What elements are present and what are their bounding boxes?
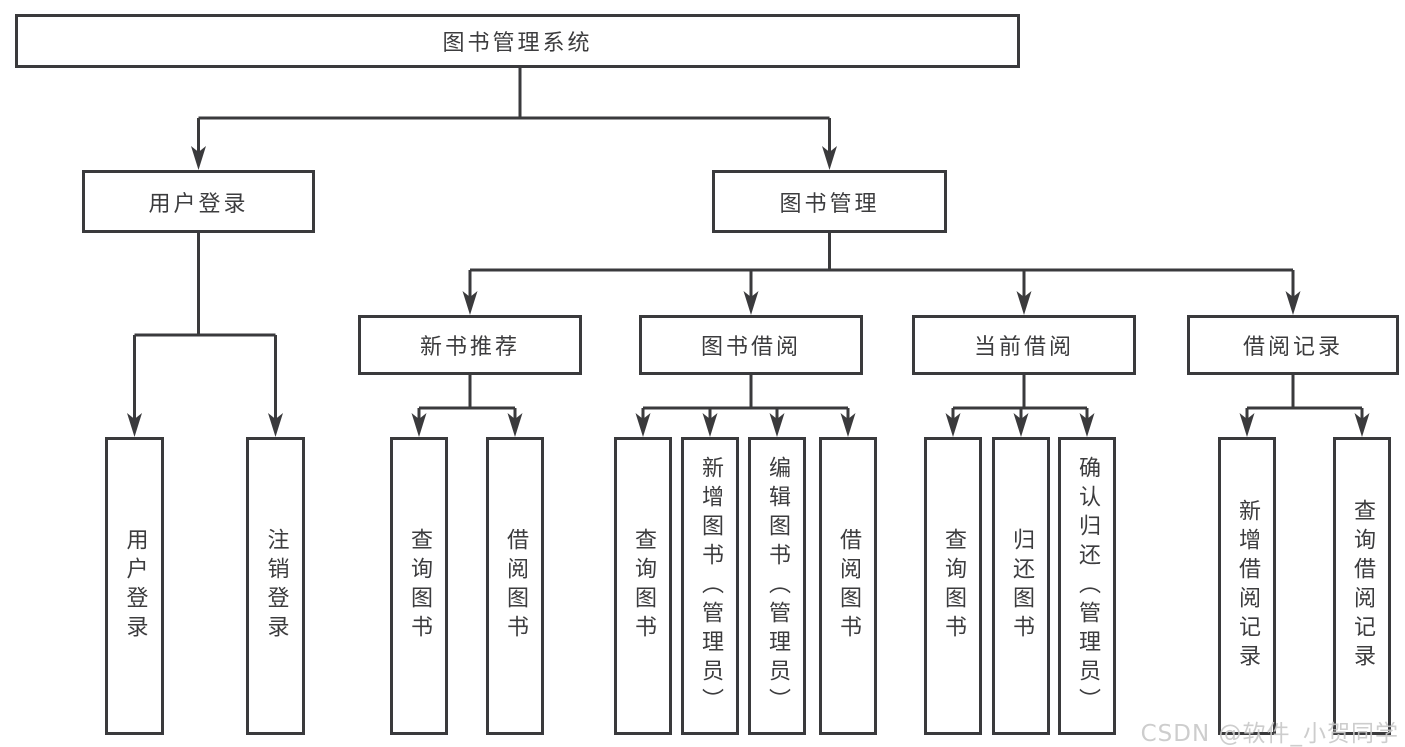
arrow-down-icon (702, 413, 718, 437)
node-label: 查询图书 (941, 528, 966, 644)
connector-new-book-branch (411, 375, 523, 437)
leaf-borrow-books-recommend: 借阅图书 (486, 437, 544, 735)
arrow-down-icon (1016, 291, 1032, 315)
csdn-watermark: CSDN @软件_小贺同学 (1140, 721, 1399, 747)
node-label: 当前借阅 (973, 335, 1074, 360)
node-label: 归还图书 (1009, 528, 1034, 644)
node-label: 借阅记录 (1242, 335, 1343, 360)
arrow-down-icon (411, 413, 427, 437)
node-current-borrow: 当前借阅 (912, 315, 1136, 375)
connector-book-management-branch (462, 233, 1301, 315)
connector-book-borrow-branch (635, 375, 856, 437)
node-label: 图书借阅 (700, 335, 801, 360)
node-book-management: 图书管理 (712, 170, 947, 233)
node-label: 新增借阅记录 (1235, 499, 1260, 673)
node-borrow-records: 借阅记录 (1187, 315, 1399, 375)
node-label: 用户登录 (148, 191, 249, 217)
leaf-query-books-recommend: 查询图书 (390, 437, 448, 735)
leaf-user-login: 用户登录 (105, 437, 164, 735)
leaf-return-books: 归还图书 (992, 437, 1050, 735)
node-label: 新增图书（管理员） (698, 455, 723, 717)
arrow-down-icon (822, 146, 837, 170)
connector-user-login-branch (127, 233, 283, 437)
arrow-down-icon (507, 413, 523, 437)
node-user-login: 用户登录 (82, 170, 315, 233)
leaf-edit-books-admin: 编辑图书（管理员） (748, 437, 806, 735)
node-book-management-system: 图书管理系统 (15, 14, 1020, 68)
connector-current-borrow-branch (945, 375, 1095, 437)
arrow-down-icon (191, 146, 206, 170)
node-label: 图书管理系统 (442, 31, 593, 56)
node-label: 借阅图书 (836, 528, 861, 644)
node-label: 借阅图书 (503, 528, 528, 644)
arrow-down-icon (1285, 291, 1301, 315)
arrow-down-icon (462, 291, 478, 315)
leaf-query-books-current: 查询图书 (924, 437, 982, 735)
node-label: 新书推荐 (419, 335, 520, 360)
leaf-confirm-return-admin: 确认归还（管理员） (1058, 437, 1116, 735)
arrow-down-icon (1239, 413, 1255, 437)
arrow-down-icon (945, 413, 961, 437)
leaf-logout: 注销登录 (246, 437, 305, 735)
node-label: 查询图书 (631, 528, 656, 644)
leaf-query-books-borrow: 查询图书 (614, 437, 672, 735)
node-label: 用户登录 (122, 528, 148, 644)
arrow-down-icon (1079, 413, 1095, 437)
connector-root-branch (191, 68, 837, 170)
arrow-down-icon (127, 413, 142, 437)
node-label: 查询借阅记录 (1350, 499, 1375, 673)
node-label: 确认归还（管理员） (1075, 455, 1100, 717)
node-label: 注销登录 (263, 528, 289, 644)
arrow-down-icon (1013, 413, 1029, 437)
node-book-borrow: 图书借阅 (639, 315, 863, 375)
arrow-down-icon (840, 413, 856, 437)
node-label: 图书管理 (779, 191, 880, 217)
leaf-borrow-books: 借阅图书 (819, 437, 877, 735)
leaf-add-books-admin: 新增图书（管理员） (681, 437, 739, 735)
arrow-down-icon (743, 291, 759, 315)
node-new-book-recommend: 新书推荐 (358, 315, 582, 375)
arrow-down-icon (635, 413, 651, 437)
node-label: 查询图书 (407, 528, 432, 644)
connector-borrow-records-branch (1239, 375, 1370, 437)
leaf-query-borrow-record: 查询借阅记录 (1333, 437, 1391, 735)
arrow-down-icon (769, 413, 785, 437)
leaf-add-borrow-record: 新增借阅记录 (1218, 437, 1276, 735)
arrow-down-icon (1354, 413, 1370, 437)
node-label: 编辑图书（管理员） (765, 455, 790, 717)
arrow-down-icon (268, 413, 283, 437)
